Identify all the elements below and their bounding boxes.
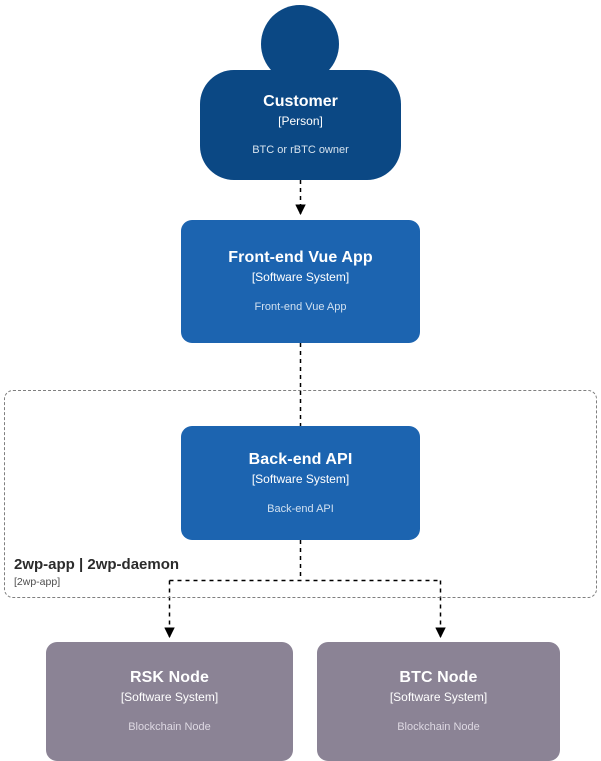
node-back-end-api[interactable]: Back-end API [Software System] Back-end … (181, 426, 420, 540)
node-rsk-node-description: Blockchain Node (128, 721, 211, 733)
node-btc-node-title: BTC Node (399, 669, 478, 686)
node-rsk-node-type: [Software System] (120, 690, 219, 704)
node-back-end-api-description: Back-end API (267, 502, 334, 515)
node-btc-node-type: [Software System] (389, 690, 488, 704)
boundary-2wp-app (4, 390, 597, 598)
boundary-2wp-app-label: 2wp-app | 2wp-daemon [2wp-app] (14, 555, 179, 589)
node-back-end-api-title: Back-end API (248, 450, 353, 468)
node-front-end-vue-app-description: Front-end Vue App (254, 301, 347, 313)
node-front-end-vue-app[interactable]: Front-end Vue App [Software System] Fron… (181, 220, 420, 343)
node-customer-type: [Person] (278, 114, 323, 128)
node-front-end-vue-app-type: [Software System] (251, 270, 350, 284)
node-btc-node[interactable]: BTC Node [Software System] Blockchain No… (317, 642, 560, 761)
node-rsk-node[interactable]: RSK Node [Software System] Blockchain No… (46, 642, 293, 761)
boundary-2wp-app-type: [2wp-app] (14, 576, 61, 588)
node-back-end-api-type: [Software System] (251, 471, 350, 486)
node-customer[interactable]: Customer [Person] BTC or rBTC owner (200, 70, 401, 180)
node-front-end-vue-app-title: Front-end Vue App (228, 249, 373, 266)
node-customer-description: BTC or rBTC owner (252, 144, 349, 156)
boundary-2wp-app-name: 2wp-app | 2wp-daemon (14, 556, 180, 573)
node-rsk-node-title: RSK Node (129, 669, 210, 686)
node-btc-node-description: Blockchain Node (397, 721, 480, 733)
node-customer-title: Customer (263, 93, 338, 110)
